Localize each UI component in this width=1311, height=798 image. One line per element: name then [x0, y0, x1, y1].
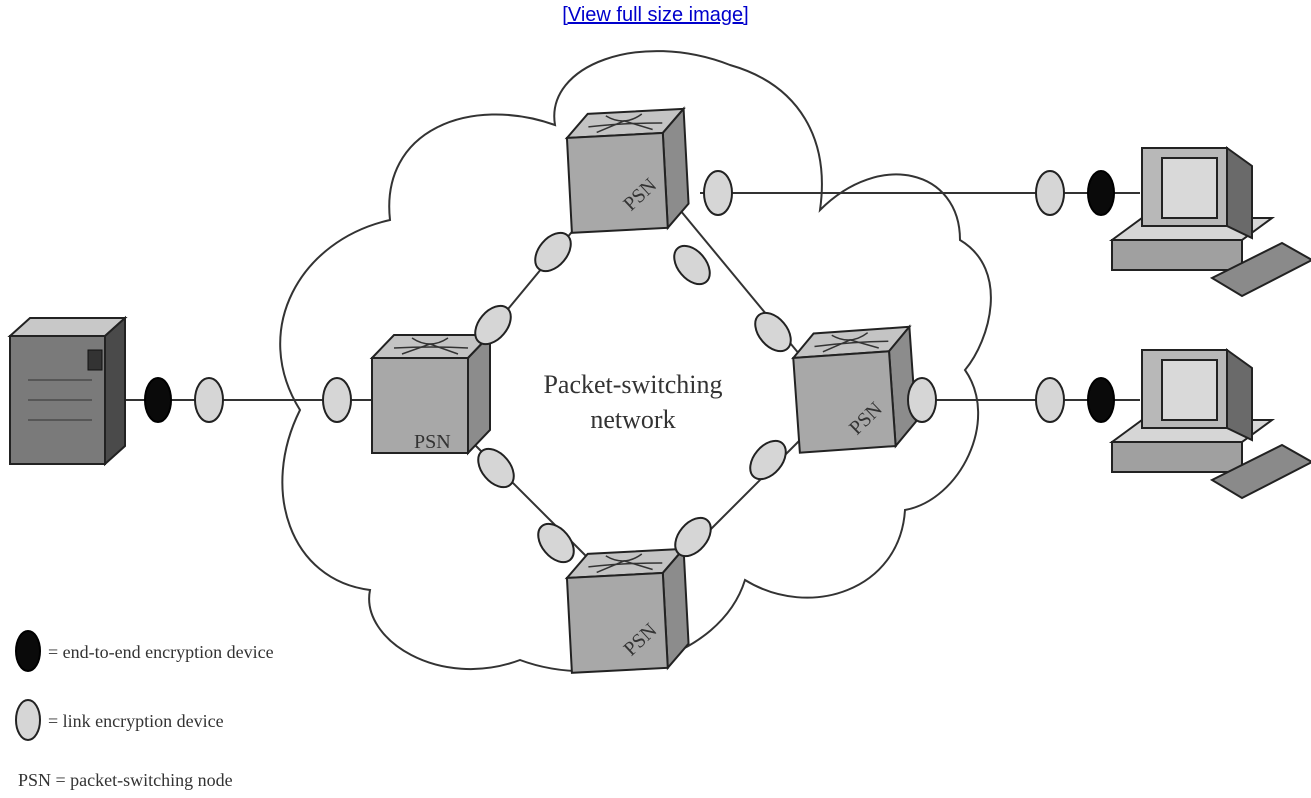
- network-cloud: [279, 50, 992, 673]
- legend-link-symbol: [15, 699, 41, 741]
- psn-node-bottom: PSN: [564, 547, 691, 674]
- legend-link-text: = link encryption device: [48, 711, 224, 731]
- psn-node-left: PSN: [371, 334, 491, 454]
- link-encryption-device: [474, 304, 512, 346]
- link-encryption-device: [537, 522, 575, 564]
- link-encryption-device: [673, 244, 711, 286]
- end-to-end-encryption-device: [1087, 170, 1115, 216]
- link-encryption-device: [194, 377, 224, 423]
- link-encryption-device: [534, 231, 572, 273]
- link-encryption-device: [477, 447, 515, 489]
- legend-end-to-end-symbol: [15, 630, 41, 672]
- link-encryption-device: [674, 516, 712, 558]
- link-encryption-device: [1035, 170, 1065, 216]
- link-encryption-device: [754, 311, 792, 353]
- link-encryption-device: [907, 377, 937, 423]
- link-encryption-device: [322, 377, 352, 423]
- end-to-end-encryption-device: [1087, 377, 1115, 423]
- psn-node-top: PSN: [564, 107, 691, 234]
- server-icon: [7, 315, 128, 467]
- legend-psn-text: PSN = packet-switching node: [18, 770, 233, 790]
- network-label-line1: Packet-switching: [543, 370, 722, 399]
- computer-icon-bottom: [1108, 348, 1311, 500]
- link-encryption-device: [749, 439, 787, 481]
- link-encryption-device: [1035, 377, 1065, 423]
- link-encryption-device: [703, 170, 733, 216]
- psn-node-right: PSN: [790, 325, 919, 454]
- computer-icon-top: [1108, 146, 1311, 298]
- legend-end-to-end-text: = end-to-end encryption device: [48, 642, 274, 662]
- network-label-line2: network: [590, 405, 675, 434]
- view-full-size-link[interactable]: [View full size image]: [562, 4, 749, 26]
- end-to-end-encryption-device: [144, 377, 172, 423]
- psn-label: PSN: [414, 431, 451, 453]
